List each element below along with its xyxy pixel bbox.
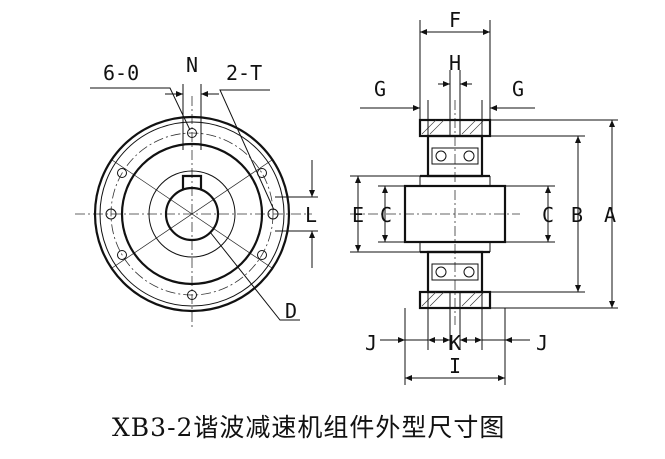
label-j-left: J [365,331,377,355]
h-arrowhead-left [443,81,450,87]
outer-flange-circle [93,115,291,313]
bottom-bearing-ball [435,266,447,278]
j-left-arrowhead [398,337,405,343]
e-arrowhead-bottom [355,245,361,252]
bolt-hole [257,250,267,260]
label-n: N [186,53,198,77]
bottom-bearing-ball [463,266,475,278]
b-arrowhead-bottom [575,285,581,292]
f-arrowhead-left [420,29,427,35]
c-left-arrowhead-top [382,186,388,193]
section-hatching [421,119,485,307]
bolt-hole [187,128,197,138]
label-k: K [449,331,461,355]
c-right-arrowhead-bottom [545,235,551,242]
e-arrowhead-top [355,176,361,183]
label-a: A [604,203,616,227]
bottom-flange [418,290,492,310]
h-arrowhead-right [460,81,467,87]
bolt-hole [117,168,127,178]
l-arrowhead-bottom [309,231,315,238]
c-right-arrowhead-top [545,186,551,193]
front-view: N 6-0 2-T L D [75,53,318,330]
bottom-bearing-race [431,263,479,281]
side-view: F H G G E C [350,8,618,385]
body-circle [120,142,264,286]
a-arrowhead-bottom [609,301,615,308]
j-left-arrowhead-inner [428,337,435,343]
bolt-hole [187,290,197,300]
threaded-hole [267,208,279,220]
top-bearing-race [431,147,479,165]
l-arrowhead-top [309,190,315,197]
outer-flange-inner-edge [99,121,285,307]
label-g-right: G [512,77,524,101]
hub-circle [148,170,236,258]
c-left-arrowhead-bottom [382,235,388,242]
label-f: F [449,8,461,32]
k-arrowhead-left [443,337,450,343]
label-2-t: 2-T [226,61,262,85]
top-bearing-ball [435,150,447,162]
j-right-arrowhead [505,337,512,343]
threaded-leader [219,89,275,211]
drawing-caption: XB3-2谐波减速机组件外型尺寸图 [112,413,505,442]
bore-circle [164,186,220,242]
n-arrowhead-left [176,91,183,97]
n-arrowhead-right [201,91,208,97]
bolt-circle [110,132,274,296]
label-h: H [449,51,461,75]
label-g-left: G [374,77,386,101]
label-b: B [571,203,583,227]
i-arrowhead-left [405,375,412,381]
label-l: L [305,203,317,227]
a-arrowhead-top [609,120,615,127]
g-left-arrowhead [413,105,420,111]
top-bearing-ball [463,150,475,162]
f-arrowhead-right [483,29,490,35]
label-d: D [285,299,297,323]
i-arrowhead-right [498,375,505,381]
g-right-arrowhead [490,105,497,111]
threaded-hole [105,208,117,220]
keyway [181,174,203,189]
b-arrowhead-top [575,136,581,143]
j-right-arrowhead-inner [475,337,482,343]
bolt-hole [117,250,127,260]
d-leader [209,231,300,321]
label-i: I [449,354,461,378]
label-c-right: C [542,203,554,227]
label-6-0: 6-0 [103,61,139,85]
main-hub [403,184,507,244]
k-arrowhead-right [460,337,467,343]
label-j-right: J [536,331,548,355]
holes-leader [90,87,191,131]
label-c-left: C [380,203,392,227]
label-e: E [352,203,364,227]
front-diag-line-2 [111,159,273,269]
